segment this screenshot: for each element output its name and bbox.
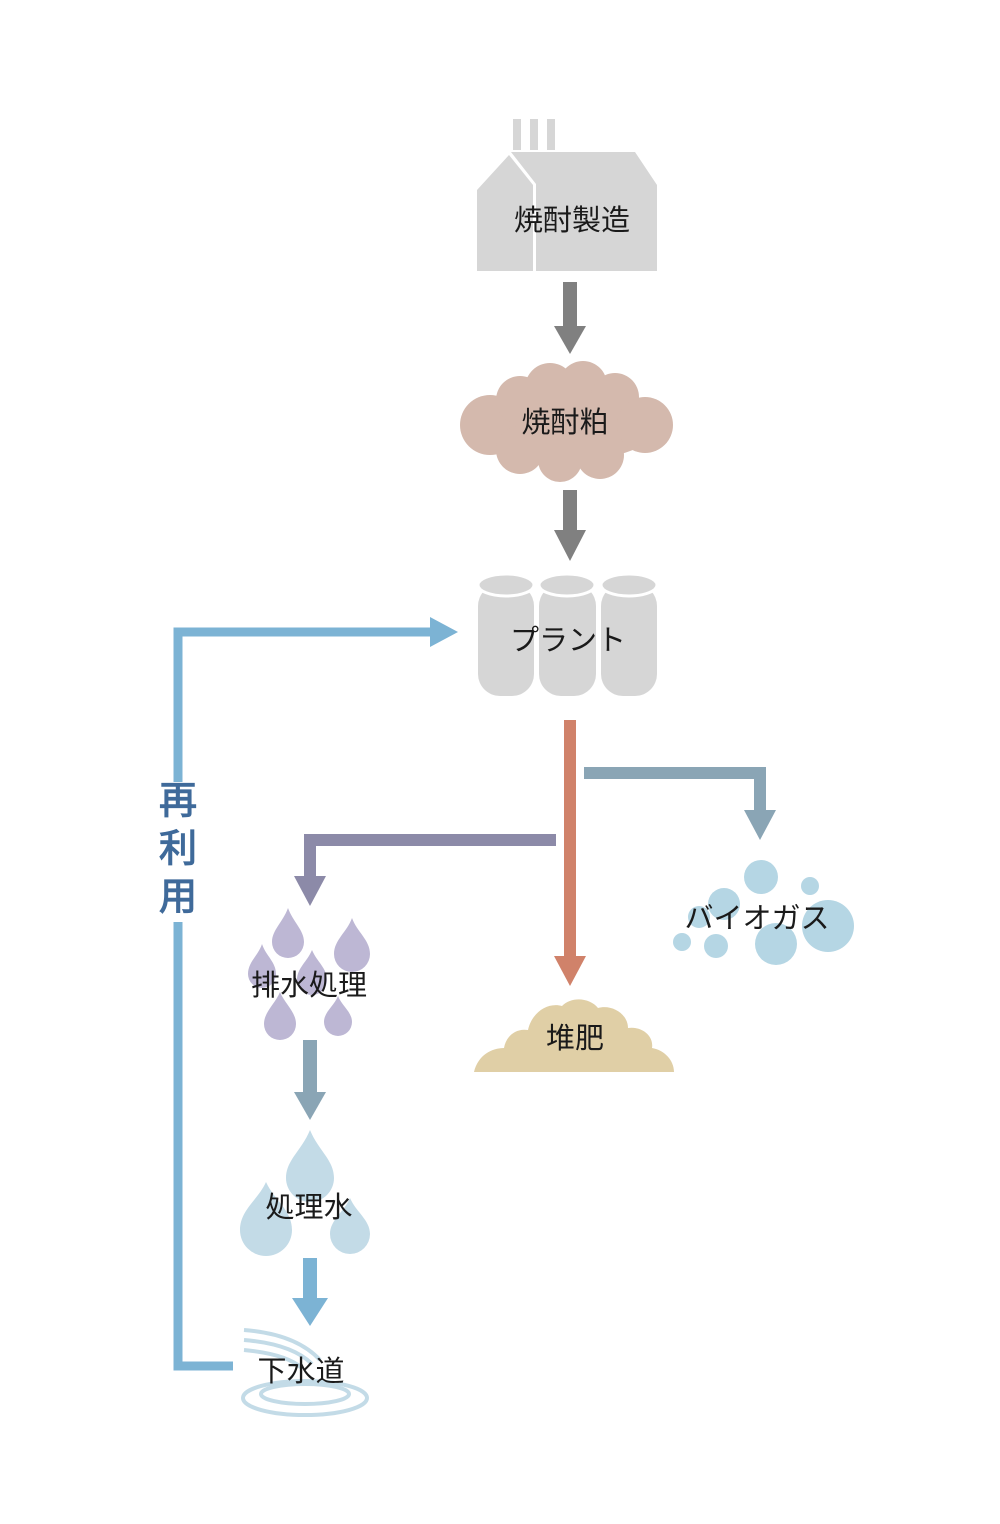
reuse-label-char-1: 再 (159, 779, 197, 823)
arrow-lees-to-plant (554, 490, 586, 561)
arrow-factory-to-lees (554, 282, 586, 354)
plant-node: プラント (476, 572, 659, 702)
reuse-label-char-3: 用 (159, 875, 197, 919)
sewer-node: 下水道 (241, 1328, 369, 1417)
reuse-label: 再 利 用 (159, 779, 197, 919)
soil-mound-icon (474, 999, 674, 1072)
compost-label: 堆肥 (546, 1021, 604, 1055)
plant-label: プラント (510, 623, 626, 657)
arrow-plant-to-compost (554, 720, 586, 986)
factory-icon (477, 152, 657, 271)
factory-label: 焼酎製造 (514, 203, 630, 237)
water-drops-icon (248, 908, 370, 1040)
biogas-node: バイオガス (673, 860, 854, 965)
gas-bubbles-icon (673, 860, 854, 965)
wastewater-label: 排水処理 (251, 968, 367, 1002)
arrow-plant-to-biogas (584, 767, 776, 840)
water-ripple-icon (241, 1328, 369, 1417)
chimney-icon (513, 119, 555, 150)
reuse-label-char-2: 利 (159, 827, 197, 871)
biogas-label: バイオガス (684, 901, 829, 935)
water-drops-icon (240, 1130, 370, 1256)
arrow-plant-to-wastewater (294, 834, 556, 906)
treated-water-label: 処理水 (265, 1190, 352, 1224)
sewer-label: 下水道 (257, 1354, 344, 1388)
lees-node: 焼酎粕 (460, 361, 673, 482)
tank-icon (476, 572, 659, 702)
compost-node: 堆肥 (474, 999, 674, 1072)
treated-water-node: 処理水 (240, 1130, 370, 1256)
reuse-loop-arrow (158, 617, 458, 1371)
factory-node: 焼酎製造 (477, 119, 657, 271)
arrow-wastewater-to-treated-water (294, 1040, 326, 1120)
arrow-treated-water-to-sewer (292, 1258, 328, 1326)
lees-label: 焼酎粕 (521, 405, 608, 439)
cloud-icon (460, 361, 673, 482)
wastewater-node: 排水処理 (248, 908, 370, 1040)
